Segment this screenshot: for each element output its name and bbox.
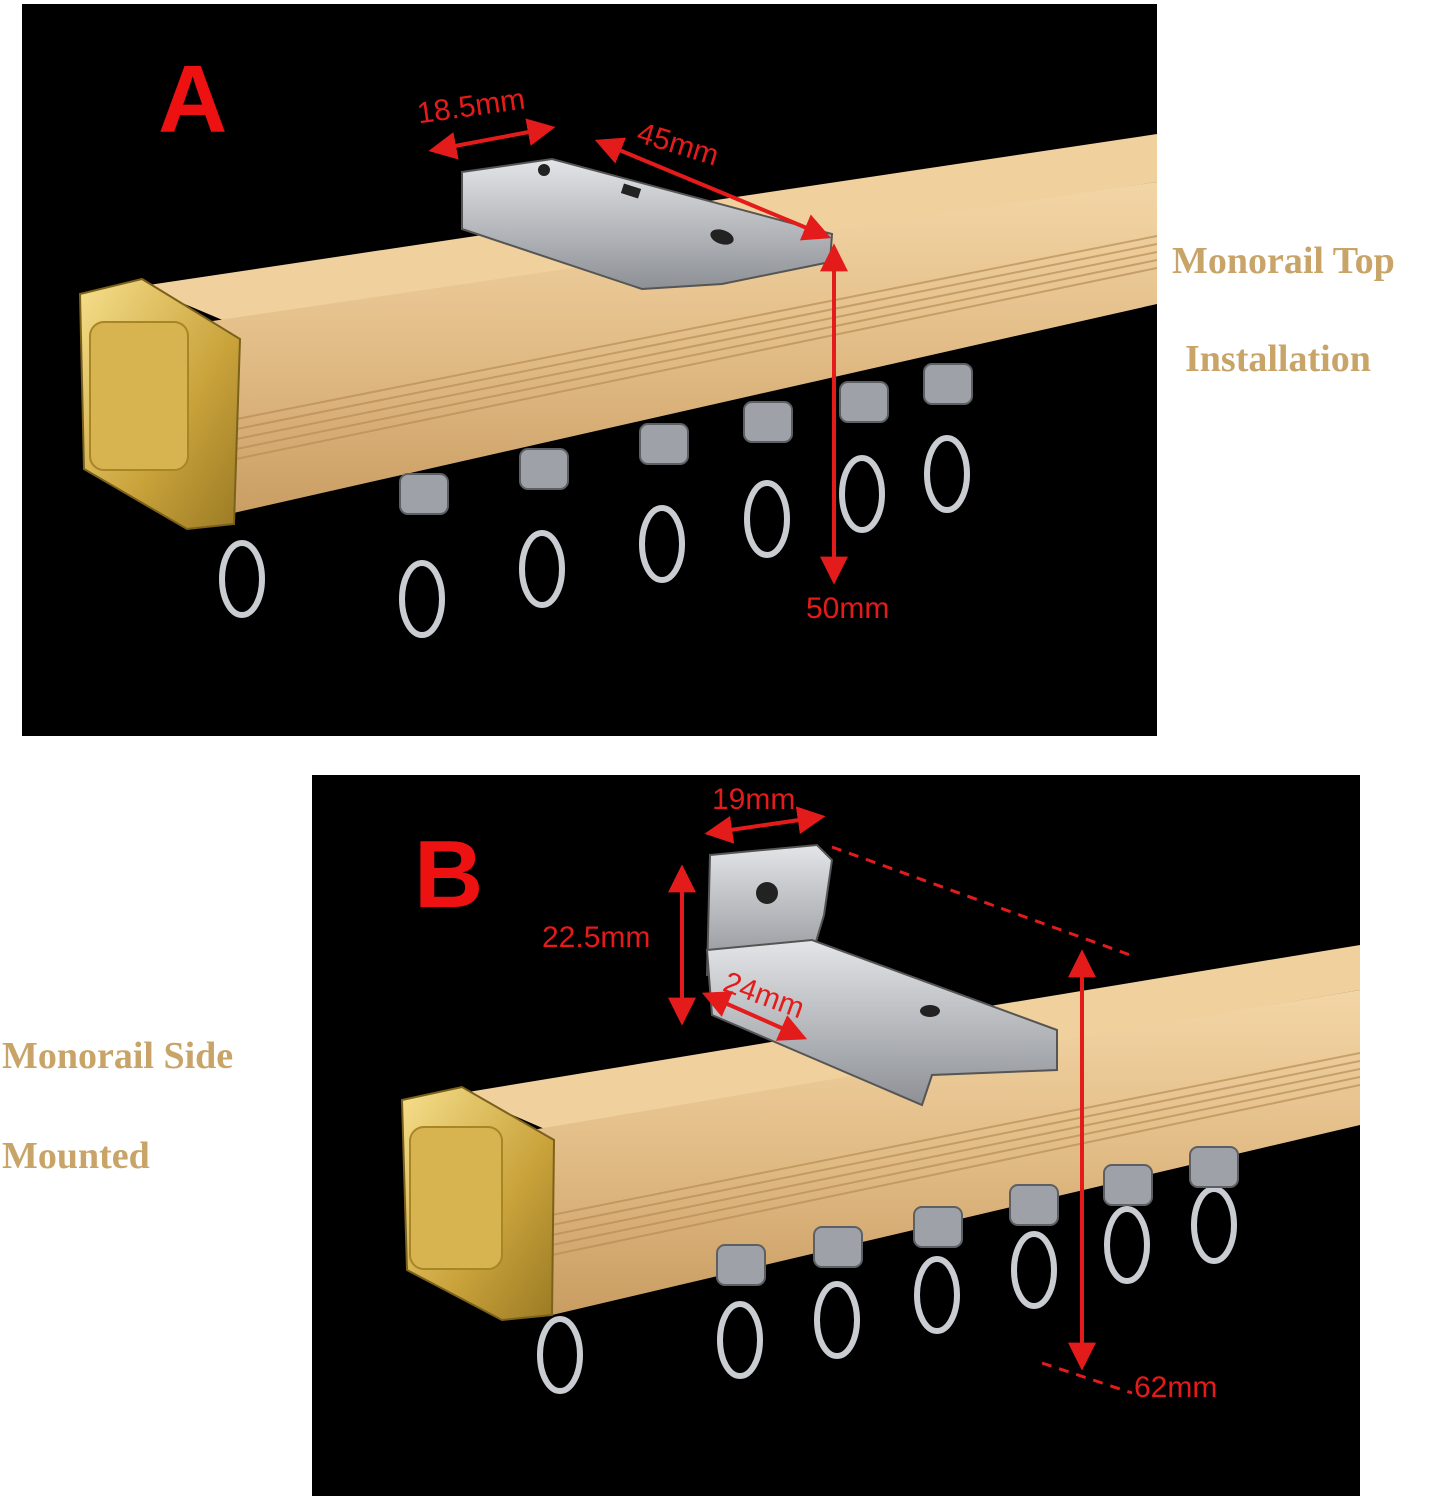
dim-label-b-bracket-width: 19mm: [712, 783, 796, 816]
caption-a-line1: Monorail Top: [1172, 240, 1395, 282]
dim-guide-b-bottom: [1041, 1361, 1133, 1395]
rail-a-endcap-face: [89, 321, 189, 471]
rail-b-grooves: [551, 1052, 1360, 1256]
rail-a-grooves: [211, 235, 1157, 465]
glider-rollers-b: [716, 1146, 1239, 1286]
rail-b-illustration: [400, 806, 1360, 1395]
dim-arrow-b-depth: [701, 991, 808, 1041]
caption-b-line1: Monorail Side: [2, 1035, 234, 1077]
rail-b-front-face: [532, 990, 1360, 1315]
panel-a-top-installation: A 18.5mm 45mm 50mm: [22, 4, 1157, 736]
dim-arrow-b-width: [704, 806, 826, 844]
dim-arrow-a-width: [428, 118, 556, 160]
dim-label-a-total-height: 50mm: [806, 592, 890, 625]
caption-b-line2: Mounted: [2, 1135, 150, 1177]
glider-rollers-a: [399, 363, 973, 515]
caption-a-line2: Installation: [1185, 338, 1371, 380]
rail-a-illustration: [78, 118, 1157, 638]
dim-label-b-total-height: 62mm: [1134, 1371, 1218, 1404]
dim-arrow-a-length: [594, 137, 832, 241]
panel-b-letter: B: [414, 821, 484, 928]
panel-a-letter: A: [158, 46, 228, 153]
glider-hooks-b: [537, 1186, 1237, 1394]
dim-guide-b-top: [831, 845, 1131, 957]
rail-b-endcap-face: [409, 1126, 503, 1270]
dim-label-b-bracket-height: 22.5mm: [542, 921, 651, 954]
panel-b-side-mounted: B 19mm 22.5mm 24mm 62mm: [312, 775, 1360, 1496]
